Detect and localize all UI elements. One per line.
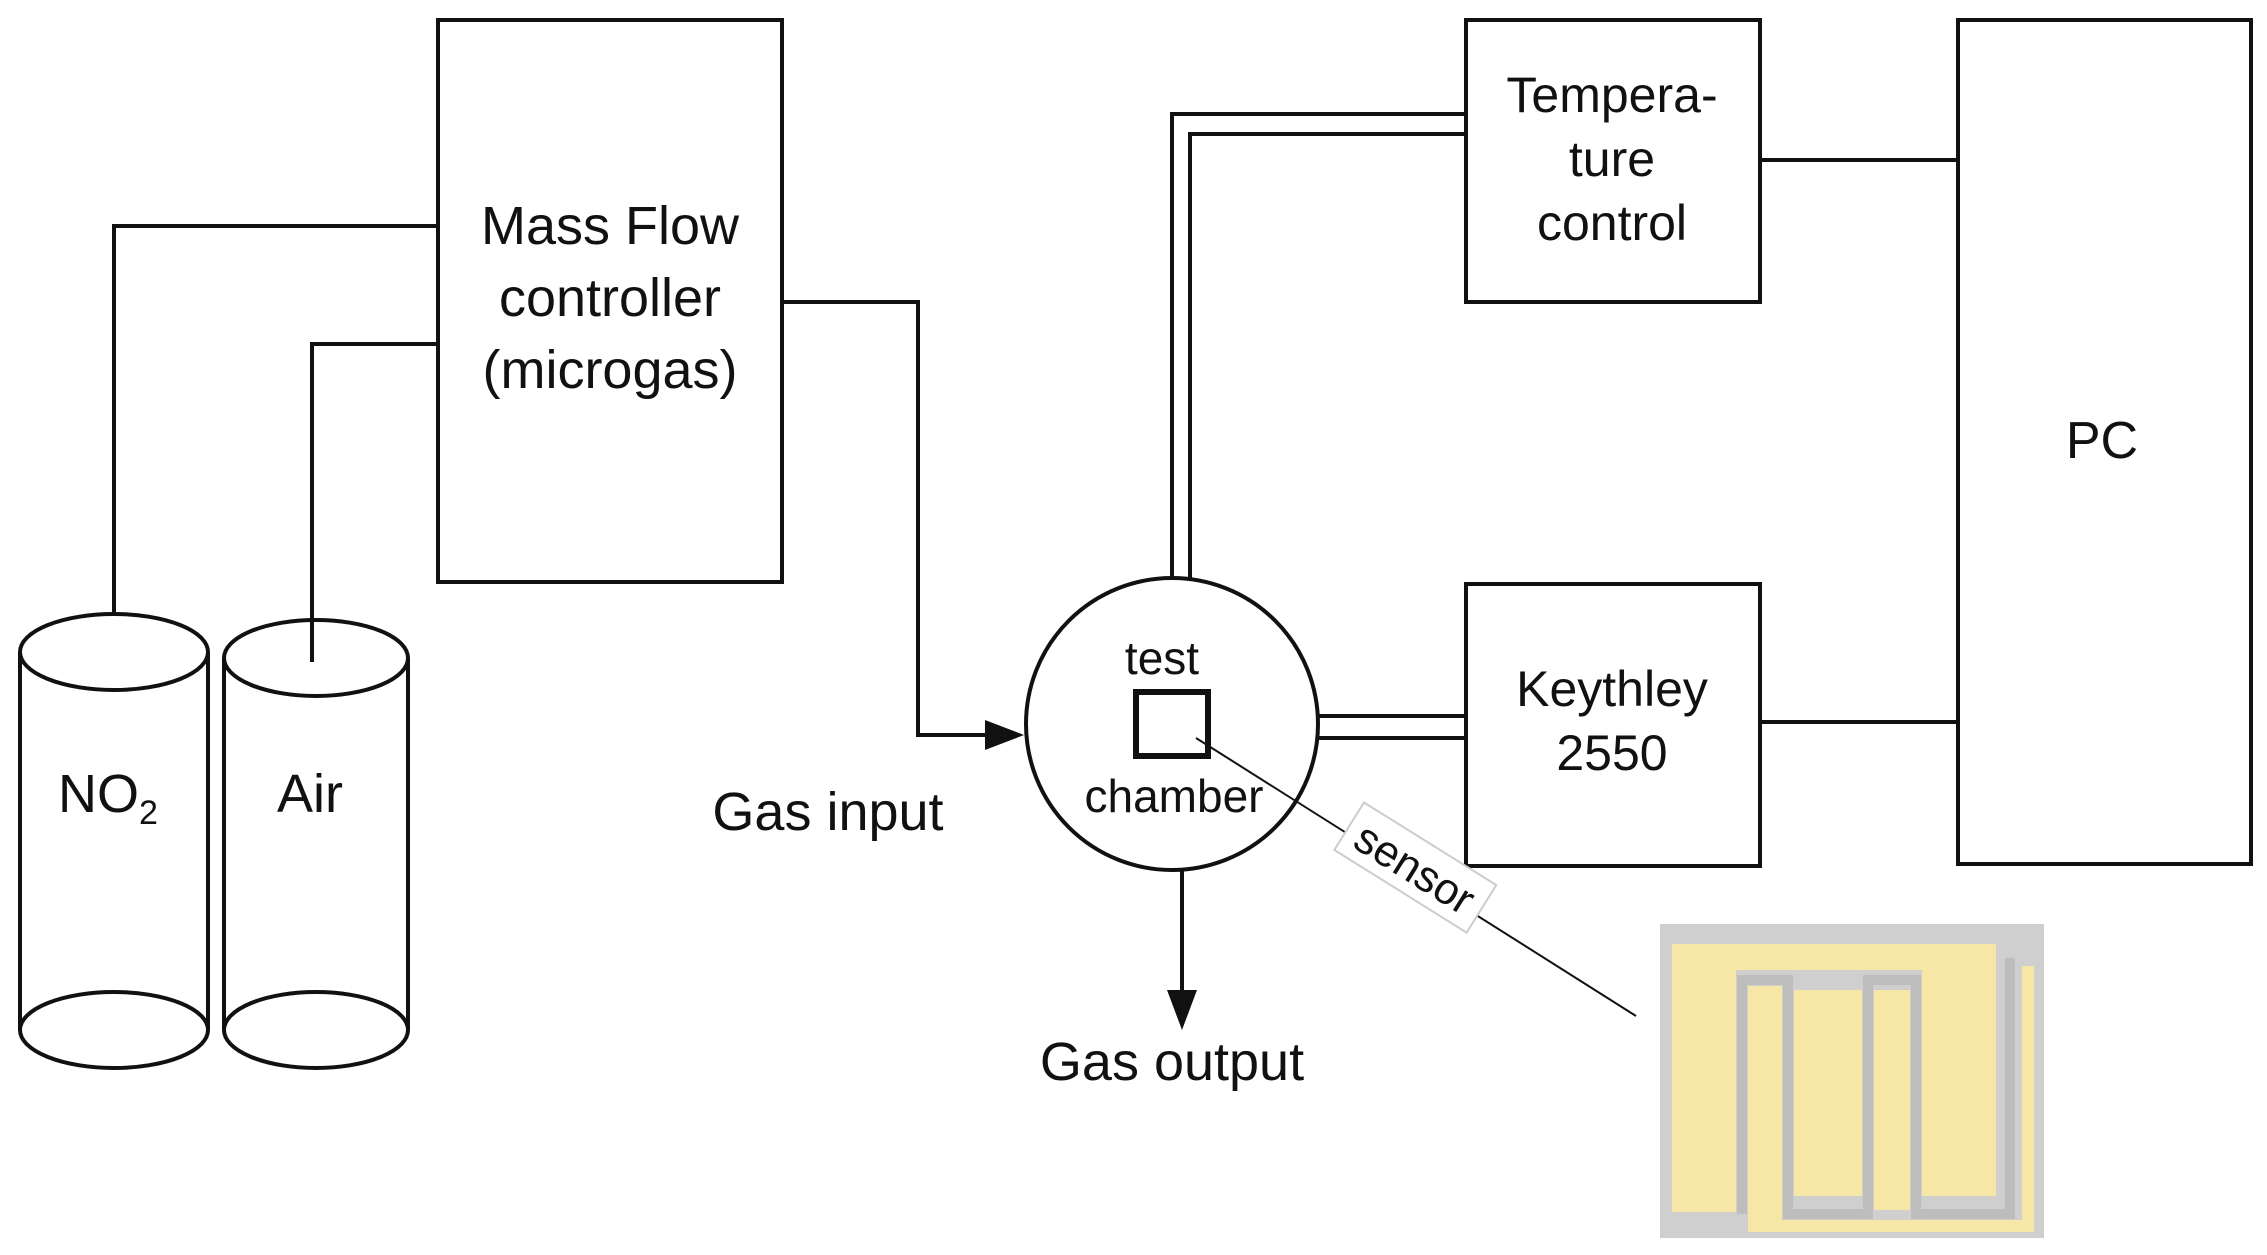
air-to-mfc-line (310, 342, 438, 662)
pc-box (1956, 18, 2253, 866)
chamber-label: chamber (1085, 770, 1264, 822)
gas-output-arrow (1167, 990, 1197, 1030)
no2-main: NO (58, 764, 139, 824)
mfc-to-chamber-line (782, 300, 985, 737)
temp-label-line1: Tempera- (1506, 67, 1717, 123)
air-cylinder (222, 618, 410, 1070)
mass-flow-controller-box (436, 18, 784, 584)
mfc-label-line3: (microgas) (482, 340, 737, 400)
gas-output-label: Gas output (1040, 1032, 1304, 1092)
temperature-control-box (1464, 18, 1762, 304)
test-label: test (1125, 632, 1199, 684)
no2-to-mfc-line (112, 224, 438, 614)
no2-cylinder (18, 612, 210, 1070)
test-chamber-circle (1024, 576, 1320, 872)
no2-label: NO2 (58, 764, 158, 832)
gas-input-arrow (985, 720, 1024, 750)
air-label: Air (277, 764, 343, 824)
sensor-inset-image (1656, 920, 2048, 1242)
keythley-box (1464, 582, 1762, 868)
chamber-to-temp-line-inner (1188, 132, 1466, 584)
temp-label-line3: control (1537, 195, 1687, 251)
keythley-label-line2: 2550 (1556, 725, 1667, 781)
mfc-label-line2: controller (499, 268, 721, 328)
gas-input-label: Gas input (712, 782, 943, 842)
pc-label: PC (2066, 412, 2138, 470)
temp-label-line2: ture (1569, 131, 1655, 187)
sensor-square (1133, 689, 1211, 759)
mfc-label-line1: Mass Flow (481, 196, 740, 256)
keythley-label-line1: Keythley (1516, 661, 1708, 717)
no2-subscript: 2 (139, 794, 158, 832)
chamber-to-temp-line-outer (1170, 112, 1466, 584)
